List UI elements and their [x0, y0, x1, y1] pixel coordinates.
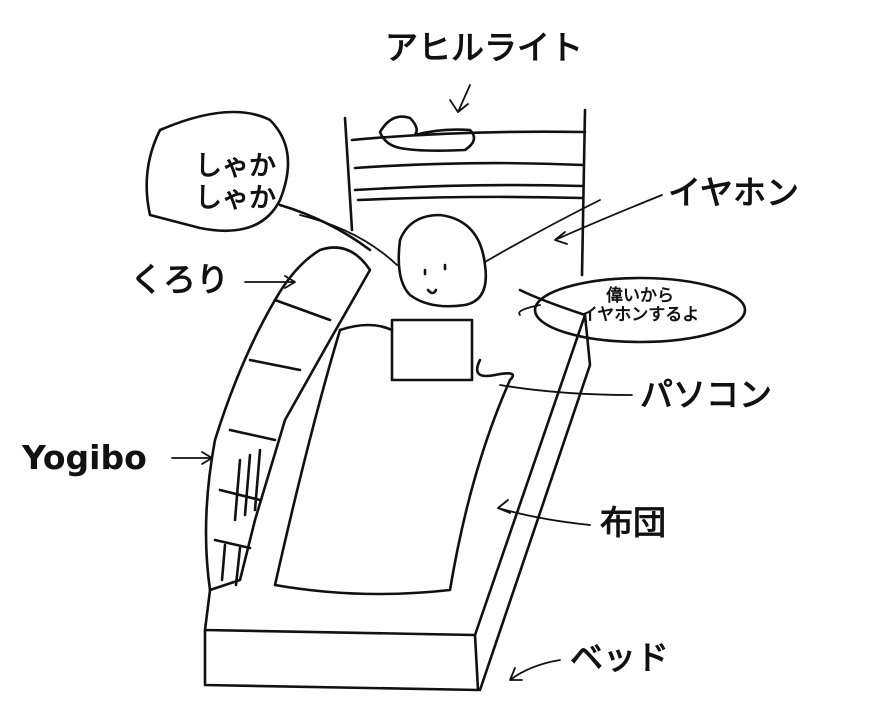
- shaka-bubble: [145, 110, 372, 252]
- label-earphones: イヤホン: [668, 173, 800, 212]
- label-futon: 布団: [600, 503, 666, 542]
- arrow-bed: [509, 659, 561, 681]
- duck-light: [378, 115, 476, 152]
- arrow-pc: [499, 384, 633, 396]
- label-shaka-1: しゃか: [195, 151, 276, 182]
- label-yogibo: Yogibo: [22, 438, 147, 477]
- label-pc: パソコン: [640, 375, 772, 414]
- label-duck-light: アヒルライト: [385, 28, 583, 67]
- person-head: [397, 213, 488, 308]
- bubble-text: 偉いから イヤホンするよ: [565, 287, 715, 324]
- bubble-line-2: イヤホンするよ: [580, 304, 700, 325]
- label-bed: ベッド: [570, 638, 669, 677]
- laptop: [390, 318, 474, 382]
- bed: [203, 288, 592, 692]
- arrow-duck: [449, 84, 471, 113]
- yogibo: [204, 246, 372, 592]
- headboard: [343, 108, 587, 277]
- label-shaka-2: しゃか: [195, 183, 276, 214]
- futon: [273, 323, 515, 596]
- earphone-cord: [299, 199, 601, 266]
- arrow-kurori: [244, 275, 296, 289]
- speech-bubble: [533, 276, 747, 344]
- arrow-yogibo: [171, 451, 213, 465]
- label-kurori: くろり: [130, 260, 229, 299]
- arrow-futon: [497, 499, 591, 526]
- bubble-line-1: 偉いから: [606, 286, 674, 306]
- arrow-earphones: [554, 194, 663, 245]
